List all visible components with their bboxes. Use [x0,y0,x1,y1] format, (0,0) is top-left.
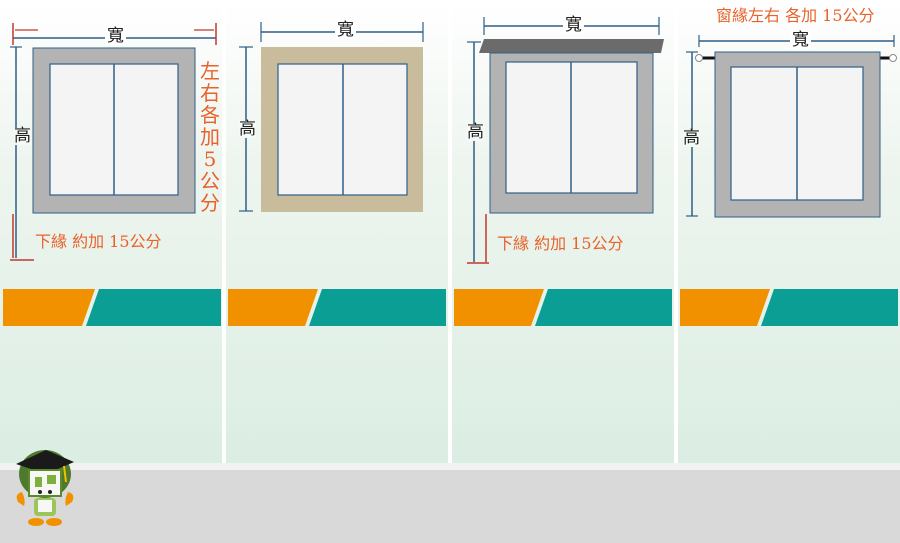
floor [0,470,900,543]
window-4 [714,51,881,218]
bottom-addition-note-1: 下緣 約加 15公分 [35,232,162,251]
color-stripe-2 [228,289,446,326]
floor-edge [0,463,900,470]
width-label-3: 寬 [563,15,584,35]
color-stripe-3 [454,289,672,326]
sill-addition-note: 窗緣左右 各加 15公分 [716,6,875,25]
height-label-1: 高 [14,126,31,146]
window-2 [261,47,423,212]
width-label-4: 寬 [790,30,811,50]
height-label-2: 高 [239,119,256,139]
color-stripe-1 [3,289,221,326]
side-addition-note: 左右各加5公分 [200,59,220,215]
width-label-2: 寬 [335,20,356,40]
bottom-addition-note-2: 下緣 約加 15公分 [497,234,624,253]
window-1 [32,47,196,214]
width-label-1: 寬 [105,26,126,46]
height-label-3: 高 [467,122,484,142]
window-3 [479,39,664,214]
graduation-cap-house-mascot-icon [12,444,78,532]
height-label-4: 高 [683,128,700,148]
color-stripe-4 [680,289,898,326]
